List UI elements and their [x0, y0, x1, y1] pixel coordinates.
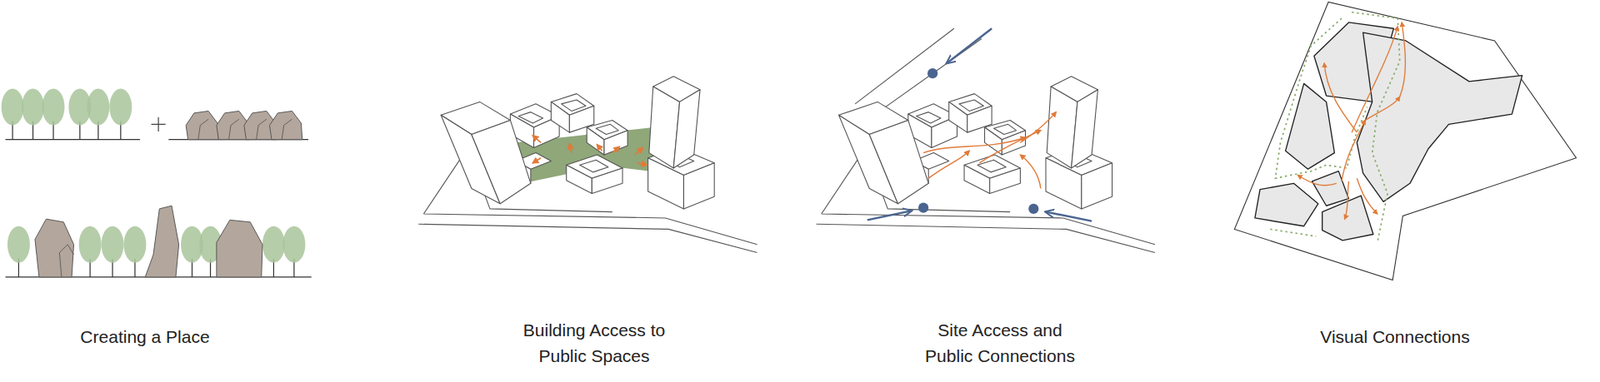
caption-label: Building Access to Public Spaces [510, 317, 678, 370]
visual-connections-plan [1234, 1, 1576, 280]
trees-rocks [1, 88, 312, 277]
building-access-sketch [418, 76, 757, 254]
caption-label: Creating a Place [80, 324, 210, 350]
caption-label: Site Access and Public Connections [918, 317, 1082, 370]
site-access-sketch [816, 28, 1155, 253]
caption-label: Visual Connections [1320, 324, 1470, 350]
